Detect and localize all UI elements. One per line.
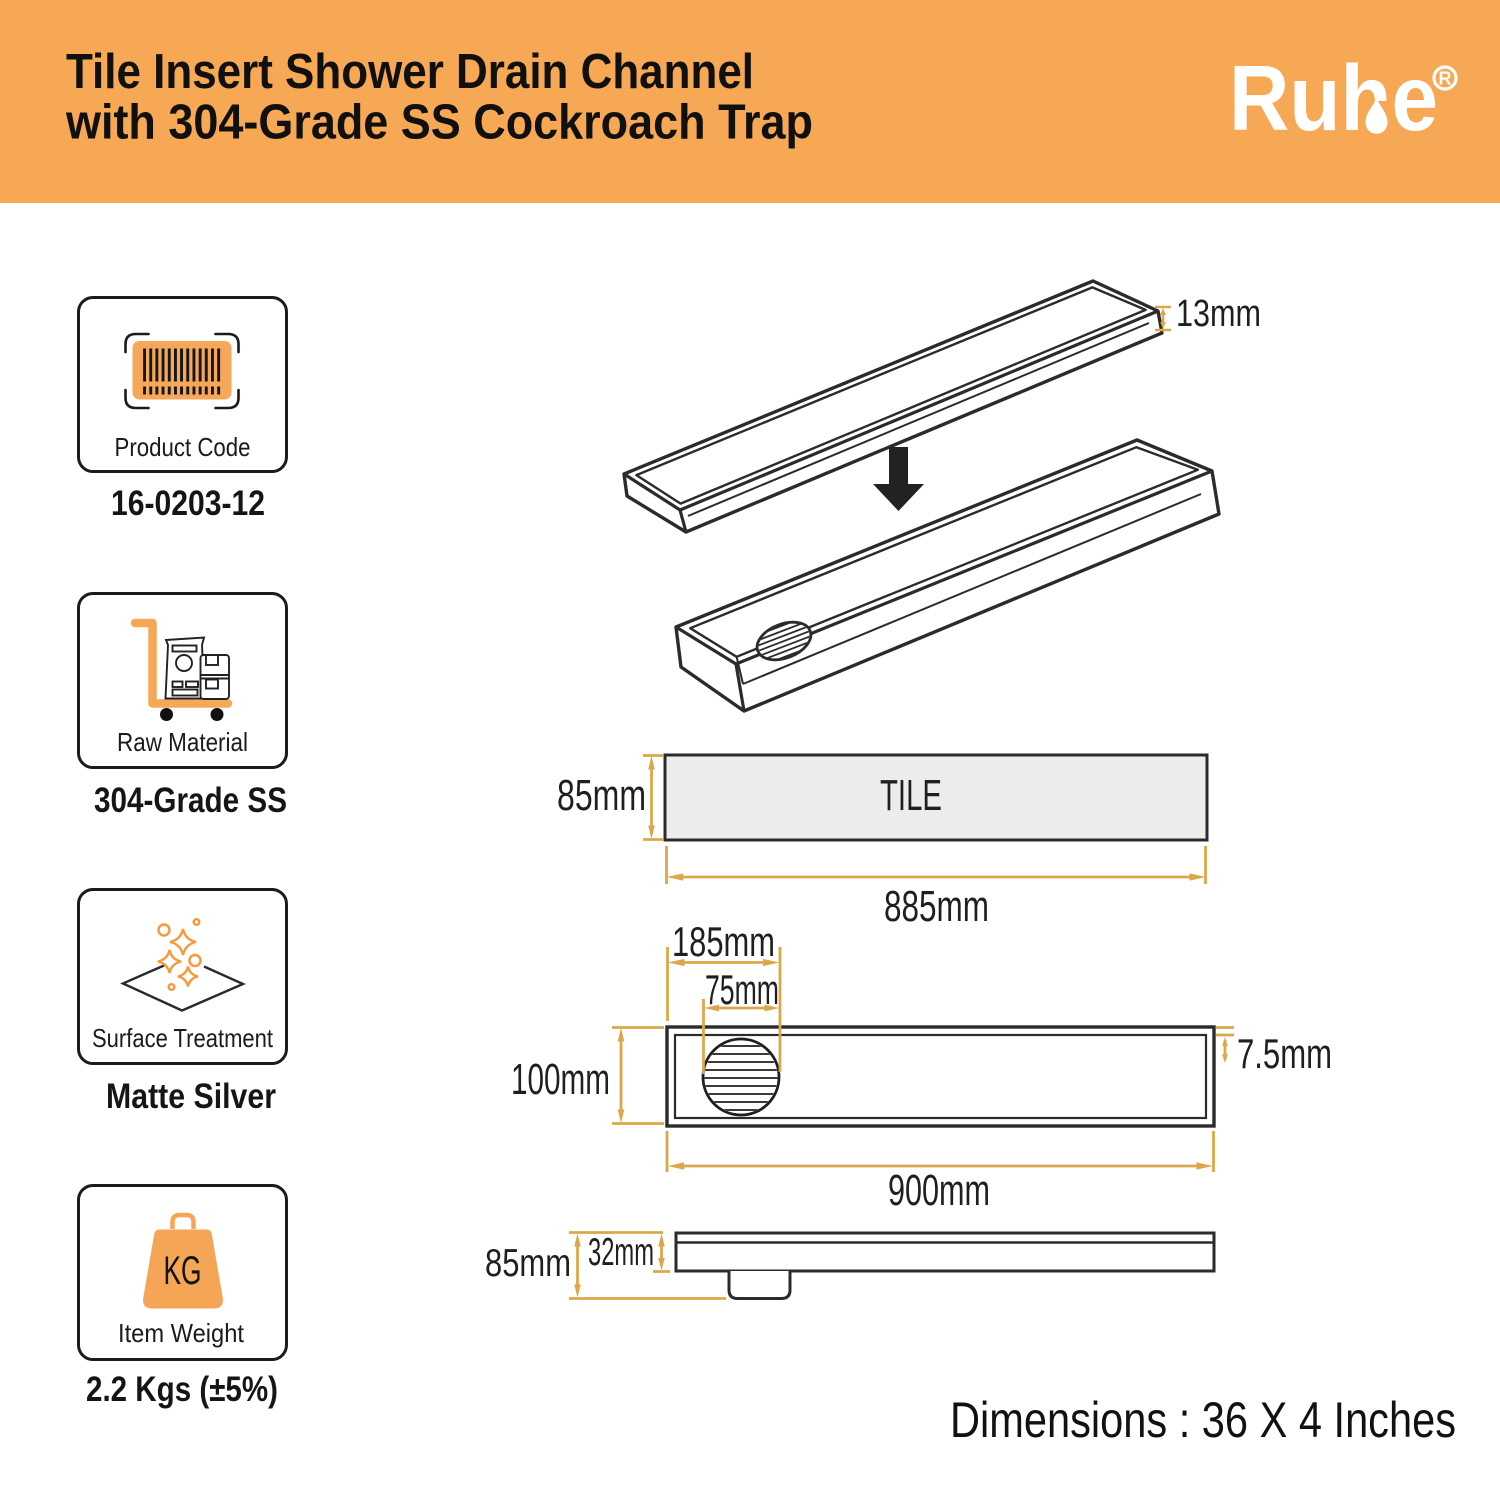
svg-text:Surface Treatment: Surface Treatment: [92, 1023, 274, 1053]
svg-text:32mm: 32mm: [588, 1231, 654, 1274]
svg-text:KG: KG: [164, 1249, 202, 1293]
svg-text:7.5mm: 7.5mm: [1237, 1030, 1332, 1077]
svg-text:Ruhe: Ruhe: [1229, 46, 1438, 150]
svg-text:2.2 Kgs (±5%): 2.2 Kgs (±5%): [86, 1370, 278, 1409]
svg-text:885mm: 885mm: [884, 882, 989, 931]
svg-text:R: R: [1439, 69, 1452, 89]
svg-text:304-Grade SS: 304-Grade SS: [94, 781, 287, 820]
svg-text:Product Code: Product Code: [115, 432, 251, 462]
svg-text:900mm: 900mm: [888, 1166, 990, 1215]
svg-text:Item Weight: Item Weight: [118, 1318, 245, 1348]
svg-text:with 304-Grade SS Cockroach Tr: with 304-Grade SS Cockroach Trap: [65, 96, 813, 150]
svg-text:Dimensions : 36 X 4 Inches: Dimensions : 36 X 4 Inches: [950, 1392, 1456, 1448]
svg-text:16-0203-12: 16-0203-12: [111, 484, 265, 523]
svg-text:Raw Material: Raw Material: [117, 727, 248, 757]
svg-text:185mm: 185mm: [672, 918, 775, 965]
svg-text:13mm: 13mm: [1176, 293, 1261, 335]
svg-text:Tile Insert Shower Drain Chann: Tile Insert Shower Drain Channel: [66, 45, 754, 99]
svg-text:Matte Silver: Matte Silver: [106, 1077, 276, 1116]
svg-text:85mm: 85mm: [485, 1242, 571, 1285]
svg-text:TILE: TILE: [880, 771, 942, 820]
svg-text:85mm: 85mm: [557, 771, 646, 820]
svg-text:75mm: 75mm: [705, 966, 779, 1013]
svg-text:100mm: 100mm: [511, 1055, 610, 1104]
